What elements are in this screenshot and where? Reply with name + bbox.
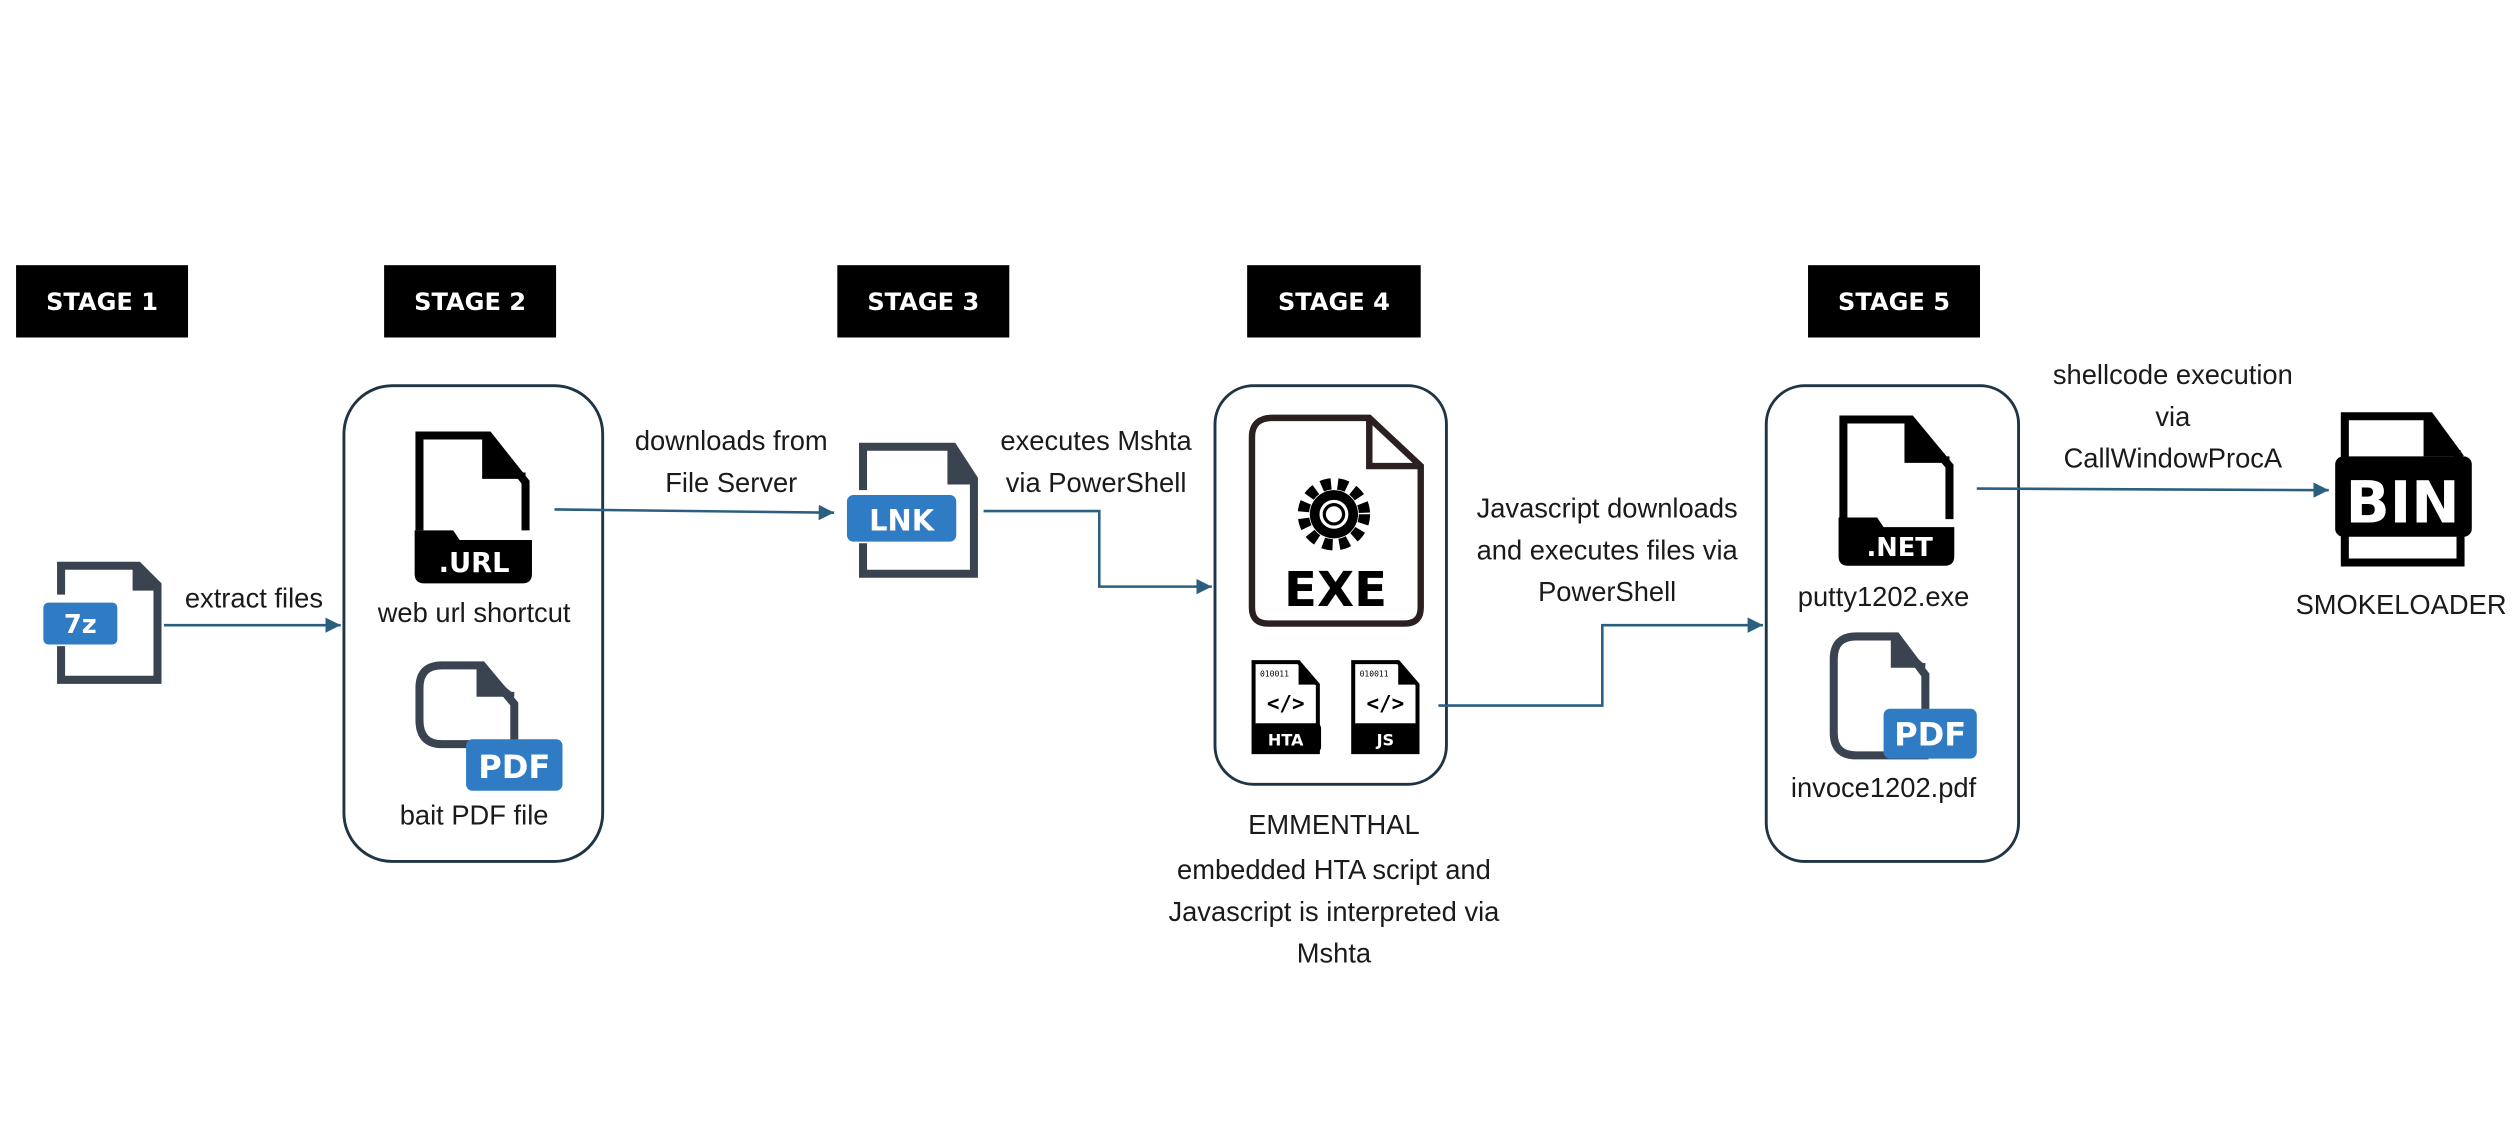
svg-text:010011: 010011 xyxy=(1360,670,1389,679)
exe-file-icon: EXE xyxy=(1248,414,1424,627)
putty-label: putty1202.exe xyxy=(1798,581,1970,612)
stage-2-container xyxy=(342,384,605,863)
js-file-icon: 010011 </> JS xyxy=(1351,660,1420,755)
mshta-arrow xyxy=(983,509,1212,595)
lnk-file-icon: LNK xyxy=(846,442,978,578)
bait-pdf-label: bait PDF file xyxy=(400,799,549,830)
invoice-pdf-icon: PDF xyxy=(1829,632,1977,760)
js-label-line2: and executes files via xyxy=(1477,534,1739,565)
stage-3-header: STAGE 3 xyxy=(837,265,1010,338)
svg-text:EXE: EXE xyxy=(1284,562,1387,618)
svg-text:7z: 7z xyxy=(64,610,97,640)
shellcode-arrow xyxy=(1976,482,2329,498)
download-label-line1: downloads from xyxy=(635,425,828,456)
svg-text:BIN: BIN xyxy=(2346,468,2460,536)
stage-5-header: STAGE 5 xyxy=(1808,265,1980,338)
url-shortcut-label: web url shortcut xyxy=(377,597,571,628)
svg-text:PDF: PDF xyxy=(1894,716,1966,754)
svg-text:STAGE 4: STAGE 4 xyxy=(1278,288,1390,316)
emmenthal-desc-line2: Javascript is interpreted via xyxy=(1168,896,1500,927)
svg-text:JS: JS xyxy=(1376,731,1395,750)
download-label-line2: File Server xyxy=(665,467,797,498)
url-shortcut-icon: .URL xyxy=(414,431,532,584)
js-label-line3: PowerShell xyxy=(1538,576,1676,607)
svg-text:STAGE 5: STAGE 5 xyxy=(1838,288,1950,316)
shellcode-label-line1: shellcode execution xyxy=(2053,359,2293,390)
svg-text:STAGE 3: STAGE 3 xyxy=(867,288,979,316)
svg-text:PDF: PDF xyxy=(478,748,550,786)
stage-2-header: STAGE 2 xyxy=(384,265,557,338)
invoice-label: invoce1202.pdf xyxy=(1791,772,1977,803)
svg-text:STAGE 2: STAGE 2 xyxy=(414,288,526,316)
bait-pdf-icon: PDF xyxy=(415,661,563,791)
hta-file-icon: 010011 </> HTA xyxy=(1251,660,1322,755)
mshta-label-line2: via PowerShell xyxy=(1006,467,1187,498)
bin-file-icon: BIN xyxy=(2335,412,2472,567)
stage-4-header: STAGE 4 xyxy=(1247,265,1421,338)
shellcode-label-line2: via xyxy=(2155,401,2191,432)
svg-text:.URL: .URL xyxy=(439,548,510,579)
js-download-arrow xyxy=(1438,617,1764,707)
smokeloader-label: SMOKELOADER xyxy=(2296,589,2507,620)
emmenthal-label: EMMENTHAL xyxy=(1248,809,1419,840)
js-label-line1: Javascript downloads xyxy=(1477,493,1738,524)
emmenthal-desc-line3: Mshta xyxy=(1297,938,1372,969)
stage-1-header: STAGE 1 xyxy=(16,265,189,338)
7z-archive-icon: 7z xyxy=(43,561,162,684)
stage-5-container xyxy=(1764,384,2021,863)
shellcode-label-line3: CallWindowProcA xyxy=(2064,443,2283,474)
mshta-label-line1: executes Mshta xyxy=(1000,425,1192,456)
svg-text:STAGE 1: STAGE 1 xyxy=(46,288,158,316)
dotnet-exe-icon: .NET xyxy=(1838,415,1955,566)
extract-label: extract files xyxy=(185,583,323,614)
svg-text:.NET: .NET xyxy=(1866,533,1933,563)
gear-icon xyxy=(1297,478,1371,551)
svg-text:010011: 010011 xyxy=(1260,670,1289,679)
svg-text:LNK: LNK xyxy=(869,503,936,537)
svg-text:</>: </> xyxy=(1267,691,1305,715)
emmenthal-desc-line1: embedded HTA script and xyxy=(1177,854,1491,885)
svg-text:</>: </> xyxy=(1366,691,1404,715)
stage-4-container xyxy=(1213,384,1448,786)
download-arrow xyxy=(554,504,835,521)
svg-text:HTA: HTA xyxy=(1268,731,1304,750)
